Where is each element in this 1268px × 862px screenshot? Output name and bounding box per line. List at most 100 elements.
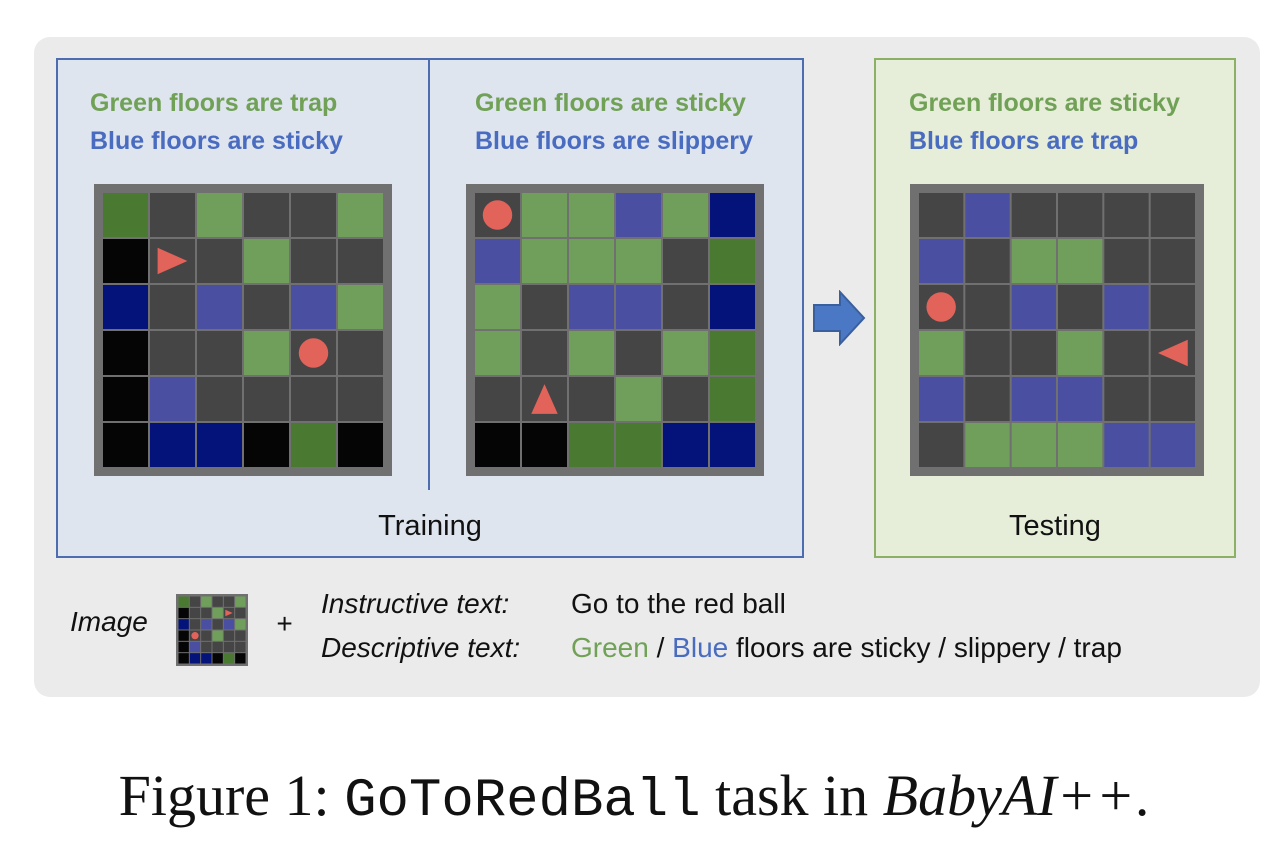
agent-triangle — [157, 247, 188, 275]
floor-tile — [338, 239, 383, 283]
floor-tile — [475, 377, 520, 421]
floor-tile — [212, 630, 223, 641]
floor-tile — [235, 630, 246, 641]
env3-grid — [910, 184, 1204, 476]
floor-tile — [212, 641, 223, 653]
floor-tile — [223, 619, 235, 630]
floor-tile — [178, 653, 189, 664]
floor-tile — [338, 377, 383, 421]
floor-tile — [197, 193, 242, 237]
red-ball — [926, 292, 956, 322]
floor-tile — [244, 193, 289, 237]
floor-tile — [201, 596, 212, 607]
floor-tile — [965, 193, 1010, 237]
floor-tile — [103, 331, 148, 375]
floor-tile — [244, 377, 289, 421]
training-divider — [428, 58, 430, 490]
desc-separator: / — [648, 632, 673, 663]
floor-tile — [616, 193, 661, 237]
env3-green-text: Green floors are sticky — [909, 89, 1180, 117]
floor-tile — [1104, 239, 1149, 283]
floor-tile — [178, 630, 189, 641]
floor-tile — [1058, 377, 1103, 421]
floor-tile — [201, 619, 212, 630]
floor-tile — [150, 423, 195, 467]
floor-tile — [150, 285, 195, 329]
agent-triangle — [531, 384, 558, 414]
floor-tile — [244, 423, 289, 467]
floor-tile — [189, 619, 201, 630]
floor-tile — [663, 331, 708, 375]
floor-tile — [178, 596, 189, 607]
floor-tile — [1011, 193, 1056, 237]
floor-tile — [197, 239, 242, 283]
figure-caption: Figure 1: GoToRedBall task in BabyAI++. — [0, 762, 1268, 832]
floor-tile — [1150, 377, 1195, 421]
floor-tile — [1150, 423, 1195, 467]
floor-tile — [189, 607, 201, 619]
floor-tile — [103, 423, 148, 467]
floor-tile — [1058, 423, 1103, 467]
floor-tile — [291, 423, 336, 467]
floor-tile — [1104, 377, 1149, 421]
floor-tile — [965, 285, 1010, 329]
floor-tile — [616, 239, 661, 283]
floor-tile — [919, 193, 964, 237]
floor-tile — [965, 377, 1010, 421]
floor-tile — [522, 193, 567, 237]
training-label: Training — [378, 510, 482, 542]
floor-tile — [965, 423, 1010, 467]
floor-tile — [1104, 331, 1149, 375]
floor-tile — [710, 331, 755, 375]
floor-tile — [1104, 423, 1149, 467]
floor-tile — [1011, 423, 1056, 467]
floor-tile — [569, 331, 614, 375]
floor-tile — [235, 653, 246, 664]
red-ball — [482, 200, 513, 230]
floor-tile — [212, 607, 223, 619]
floor-tile — [569, 239, 614, 283]
env2-grid — [466, 184, 764, 476]
floor-tile — [223, 641, 235, 653]
floor-tile — [103, 193, 148, 237]
thumbnail-grid-svg — [176, 594, 248, 666]
floor-tile — [616, 285, 661, 329]
floor-tile — [197, 377, 242, 421]
floor-tile — [616, 331, 661, 375]
desc-blue-word: Blue — [672, 632, 729, 663]
floor-tile — [475, 423, 520, 467]
agent-triangle — [225, 609, 233, 617]
floor-tile — [150, 331, 195, 375]
env3-grid-svg — [910, 184, 1204, 476]
floor-tile — [338, 331, 383, 375]
floor-tile — [919, 423, 964, 467]
env1-grid-svg — [94, 184, 392, 476]
caption-env-name: BabyAI++ — [882, 763, 1135, 828]
floor-tile — [522, 331, 567, 375]
floor-tile — [201, 641, 212, 653]
env1-grid — [94, 184, 392, 476]
floor-tile — [150, 377, 195, 421]
floor-tile — [223, 596, 235, 607]
floor-tile — [291, 285, 336, 329]
caption-task-name: GoToRedBall — [344, 771, 701, 832]
red-ball — [191, 632, 199, 640]
floor-tile — [103, 377, 148, 421]
floor-tile — [1011, 331, 1056, 375]
floor-tile — [710, 193, 755, 237]
floor-tile — [1150, 193, 1195, 237]
floor-tile — [710, 377, 755, 421]
floor-tile — [197, 423, 242, 467]
floor-tile — [919, 239, 964, 283]
floor-tile — [965, 239, 1010, 283]
floor-tile — [244, 239, 289, 283]
floor-tile — [1150, 239, 1195, 283]
instructive-value: Go to the red ball — [571, 588, 786, 619]
floor-tile — [291, 239, 336, 283]
descriptive-value: Green / Blue floors are sticky / slipper… — [571, 632, 1122, 664]
floor-tile — [569, 423, 614, 467]
floor-tile — [178, 607, 189, 619]
floor-tile — [178, 641, 189, 653]
floor-tile — [223, 630, 235, 641]
env2-grid-svg — [466, 184, 764, 476]
